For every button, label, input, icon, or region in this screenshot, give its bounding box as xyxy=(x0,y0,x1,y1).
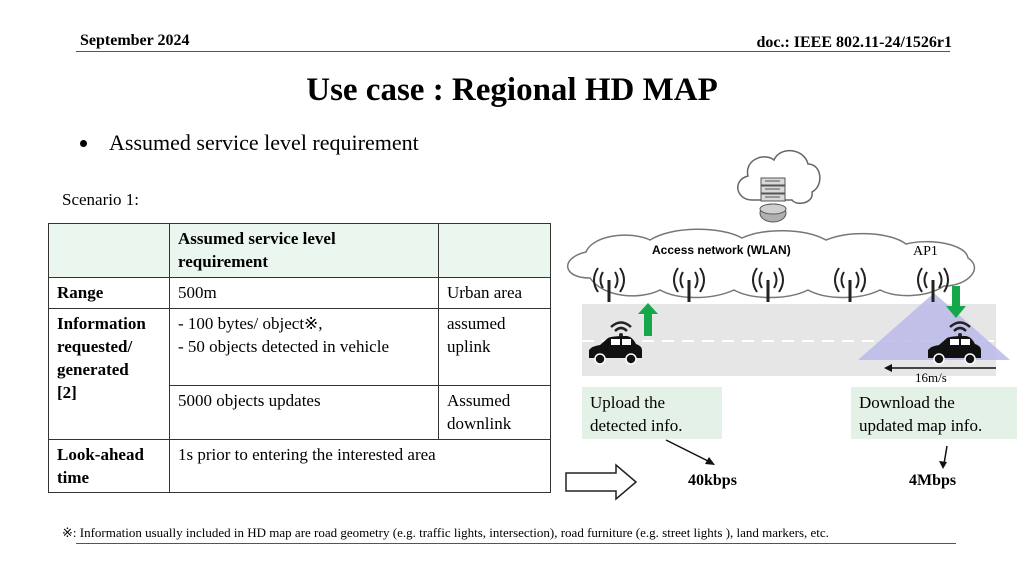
table-row-lookahead: Look-ahead time 1s prior to entering the… xyxy=(48,439,551,493)
access-network-label: Access network (WLAN) xyxy=(652,243,791,257)
right-arrow-icon xyxy=(565,463,638,501)
antenna-icon xyxy=(834,267,866,302)
bullet-dot xyxy=(80,139,87,147)
page-title: Use case : Regional HD MAP xyxy=(306,72,718,108)
header-line: Assumed service level xyxy=(178,229,336,248)
server-cloud-icon xyxy=(737,150,821,205)
ap1-label: AP1 xyxy=(913,244,938,259)
information-label: Information requested/ generated [2] xyxy=(48,308,170,440)
downlink-rate: 4Mbps xyxy=(909,472,957,489)
info-value-line: - 50 objects detected in vehicle xyxy=(178,337,389,356)
antenna-icon xyxy=(752,267,784,302)
router-icon xyxy=(759,203,787,223)
access-network-cloud xyxy=(567,228,975,299)
scenario-label: Scenario 1: xyxy=(62,190,139,209)
table-cell-empty xyxy=(48,223,170,278)
info-label-line: generated xyxy=(57,360,129,379)
upload-info-box: Upload the detected info. xyxy=(582,387,722,439)
info-label-line: [2] xyxy=(57,383,77,402)
downlink-note: Assumed downlink xyxy=(438,385,551,440)
speed-label: 16m/s xyxy=(915,370,947,385)
footer-divider xyxy=(76,543,956,544)
antenna-icon xyxy=(917,267,949,302)
range-value: 500m xyxy=(169,277,439,309)
header-divider xyxy=(76,51,950,52)
lookahead-label-line: time xyxy=(57,468,90,487)
bullet-item: Assumed service level requirement xyxy=(80,130,419,156)
wifi-icon xyxy=(949,321,971,337)
information-value: - 100 bytes/ object※, - 50 objects detec… xyxy=(169,308,439,386)
lookahead-value: 1s prior to entering the interested area xyxy=(169,439,551,493)
car-icon xyxy=(928,336,981,365)
download-arrow-icon xyxy=(946,286,966,318)
server-rack-icon xyxy=(760,177,786,202)
upload-line: Upload the xyxy=(590,393,666,412)
bullet-text: Assumed service level requirement xyxy=(109,130,419,155)
uplink-note-line: uplink xyxy=(447,337,491,356)
header-line: requirement xyxy=(178,252,269,271)
speed-arrow-icon xyxy=(884,364,996,372)
car-icon xyxy=(589,336,642,365)
downlink-note-line: Assumed xyxy=(447,391,511,410)
lookahead-label-line: Look-ahead xyxy=(57,445,144,464)
table-cell-empty xyxy=(438,223,551,278)
download-line: Download the xyxy=(859,393,955,412)
lookahead-label: Look-ahead time xyxy=(48,439,170,493)
header-doc-id: doc.: IEEE 802.11-24/1526r1 xyxy=(756,34,952,51)
uplink-rate-arrow-icon xyxy=(665,439,715,465)
antenna-icon xyxy=(593,267,625,302)
footnote: ※: Information usually included in HD ma… xyxy=(62,525,829,540)
info-value-line: - 100 bytes/ object※, xyxy=(178,314,323,333)
info-label-line: requested/ xyxy=(57,337,133,356)
wifi-icon xyxy=(610,321,632,337)
antenna-icon xyxy=(673,267,705,302)
range-note: Urban area xyxy=(438,277,551,309)
upload-arrow-icon xyxy=(638,303,658,336)
download-info-box: Download the updated map info. xyxy=(851,387,1017,439)
upload-line: detected info. xyxy=(590,416,683,435)
updates-value: 5000 objects updates xyxy=(169,385,439,440)
downlink-note-line: downlink xyxy=(447,414,512,433)
uplink-note-line: assumed xyxy=(447,314,506,333)
info-label-line: Information xyxy=(57,314,146,333)
table-row-updates: 5000 objects updates Assumed downlink xyxy=(49,385,551,440)
download-line: updated map info. xyxy=(859,416,983,435)
downlink-rate-arrow-icon xyxy=(939,445,948,469)
requirements-table: Assumed service level requirement Range … xyxy=(48,223,551,493)
uplink-rate: 40kbps xyxy=(688,472,737,489)
header-date: September 2024 xyxy=(80,32,190,49)
